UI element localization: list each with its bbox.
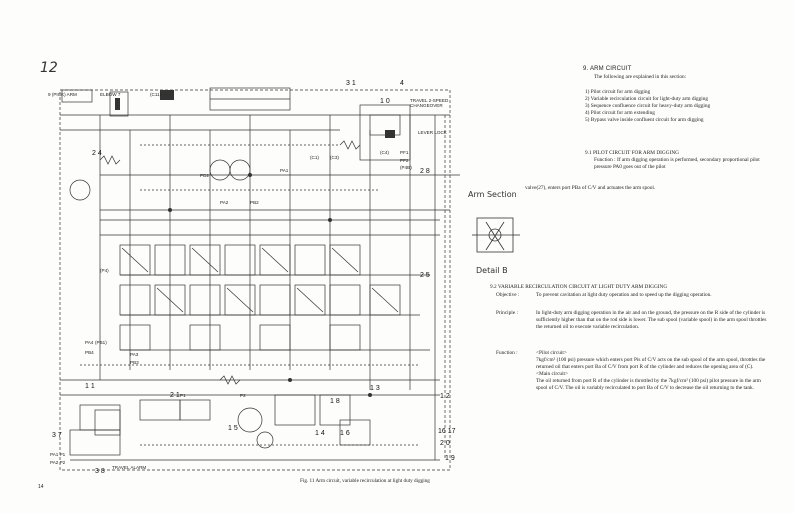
function-main-body: The oil returned from port R of the cyli… [536,378,761,391]
schem-label: (P4B) [400,165,412,170]
schem-label: PA3 [130,352,139,357]
schem-label-travel-2speed: TRAVEL 2-SPEED CHANGEOVER [410,98,449,108]
schem-num-4: 4 [400,80,404,87]
list-item: 4) Pilot circuit for arm extending [585,110,655,116]
section-9-2-principle: Principle : In light-duty arm digging op… [496,310,771,331]
schem-num-13: 1 3 [370,385,380,392]
schem-num-18: 1 8 [330,398,340,405]
section-9-1-body-a: Function : If arm digging operation is p… [594,157,760,170]
schem-label-lever-lock: LEVER LOCK [418,130,447,135]
list-item: 3) Sequence confluence circuit for heavy… [585,103,711,109]
figure-caption: Fig. 11 Arm circuit, variable recirculat… [300,478,430,484]
schem-label-pa1-p1: PA1 P1 [50,452,66,457]
schem-label-pa2-p2: PA2 P2 [50,460,66,465]
arm-section-label: Arm Section [468,190,517,199]
schem-num-38: 3 8 [95,468,105,475]
section-9-list: 1) Pilot circuit for arm digging 2) Vari… [585,89,765,124]
schem-label: PF1 [400,150,409,155]
schem-label: P1 [180,393,186,398]
schem-label: PA2 [220,200,229,205]
schem-num-15: 1 5 [228,425,238,432]
schem-label: PB3 [130,360,139,365]
schem-label-elbow: ELBOW 7 [100,92,121,97]
schem-num-1617: 16 17 [438,428,456,435]
section-9-heading: 9. ARM CIRCUIT [583,66,632,72]
hydraulic-schematic [59,87,460,471]
schem-num-14: 1 4 [315,430,325,437]
list-item: 2) Variable recirculation circuit for li… [585,96,709,102]
schem-label: (P4) [100,268,109,273]
section-9-2-heading: 9.2 VARIABLE RECIRCULATION CIRCUIT AT LI… [490,284,668,290]
schem-label: PA1 [280,168,289,173]
detail-b-drawing [472,217,520,253]
schem-num-10: 1 0 [380,98,390,105]
schem-label-travel-alarm: TRAVEL ALARM [112,465,147,470]
section-9-1-body-b: valve(27), enters port PBa of C/V and ac… [525,185,656,191]
schem-label: PF2 [400,158,409,163]
schem-num-19: 1 9 [445,455,455,462]
schem-num-28: 2 8 [420,168,430,175]
schem-num-37: 3 7 [52,432,62,439]
section-9-intro: The following are explained in this sect… [594,74,687,80]
schem-num-31: 3 1 [346,80,356,87]
function-pilot-heading: <Pilot circuit> [536,350,567,356]
section-9-2-function: Function : <Pilot circuit> 7kgf/cm² (100… [496,350,771,392]
list-item: 1) Pilot circuit for arm digging [585,89,651,95]
schem-label: (C4) [380,150,389,155]
schem-num-11: 1 1 [85,383,95,390]
section-9-1-heading: 9.1 PILOT CIRCUIT FOR ARM DIGGING [585,150,679,156]
objective-key: Objective : [496,292,520,298]
section-9-2-objective: Objective : To prevent cavitation at lig… [496,292,771,299]
schem-num-24: 2 4 [92,150,102,157]
schem-label-c11: (C11) [150,92,162,97]
schem-num-21: 2 1 [170,392,180,399]
function-pilot-body: 7kgf/cm² (100 psi) pressure which enters… [536,357,766,370]
schem-label: (C1) [310,155,319,160]
schem-label: (C3) [330,155,339,160]
list-item: 5) Bypass valve inside confluent circuit… [585,117,704,123]
function-main-heading: <Main circuit> [536,371,569,377]
schem-label: P2 [240,393,246,398]
function-key: Function : [496,350,518,356]
schem-label: PB2 [250,200,259,205]
schem-label: PA4 [85,340,94,345]
schem-num-25: 2 5 [420,272,430,279]
schem-label: PD2 [200,173,209,178]
schem-label: (PB1) [95,340,107,345]
objective-value: To prevent cavitation at light duty oper… [536,292,712,298]
detail-b-label: Detail B [476,266,508,275]
page-number: 14 [38,484,44,490]
handwritten-page-number: 12 [40,60,58,76]
principle-value: In light-duty arm digging operation in t… [536,310,767,330]
schem-num-12: 1 2 [440,393,450,400]
schem-num-20: 2 0 [440,440,450,447]
schem-label: PB4 [85,350,94,355]
schem-num-16: 1 6 [340,430,350,437]
schem-label-pick-arm: 9 (PICK) ARM [48,92,77,97]
principle-key: Principle : [496,310,518,316]
